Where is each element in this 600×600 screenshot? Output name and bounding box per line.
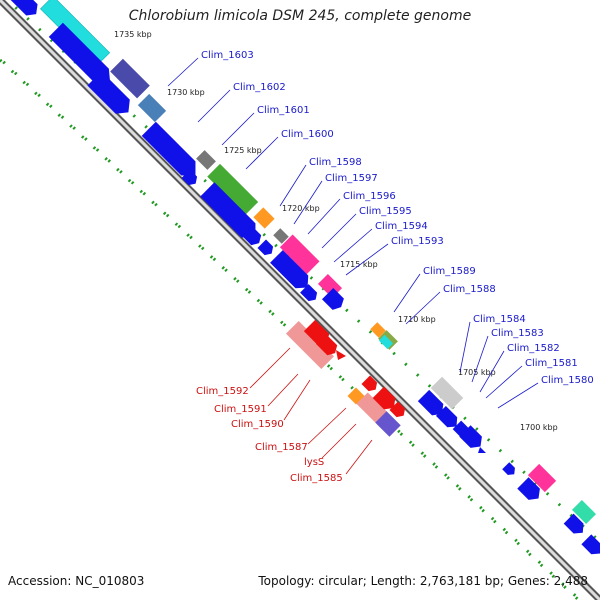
forward-gene-label: Clim_1600 [281, 129, 334, 140]
kbp-tick-label: 1700 kbp [520, 423, 558, 432]
forward-gene-label: Clim_1588 [443, 284, 496, 295]
gene-steel [137, 93, 167, 123]
kbp-tick-label: 1730 kbp [167, 88, 205, 97]
forward-gene-label: Clim_1593 [391, 236, 444, 247]
map-title: Chlorobium limicola DSM 245, complete ge… [128, 8, 472, 24]
gene-green [207, 163, 259, 215]
forward-gene-label: Clim_1602 [233, 82, 286, 93]
kbp-tick-label: 1735 kbp [114, 30, 152, 39]
reverse-gene-labels: Clim_1592 Clim_1591 Clim_1590 Clim_1587 … [196, 386, 343, 484]
forward-label-leaders [167, 57, 539, 409]
gene-pink [285, 320, 335, 370]
forward-gene-label: Clim_1601 [257, 105, 310, 116]
reverse-label-leaders [249, 347, 373, 475]
forward-blue-genes [6, 0, 600, 555]
reverse-gene-label: lysS [304, 457, 324, 468]
forward-gene-label: Clim_1581 [525, 358, 578, 369]
gene-red-4 [361, 375, 378, 392]
gene-gray [196, 150, 216, 170]
forward-gene-label: Clim_1598 [309, 157, 362, 168]
forward-gene-label: Clim_1582 [507, 343, 560, 354]
forward-gene-label: Clim_1594 [375, 221, 428, 232]
accession-text: Accession: NC_010803 [8, 574, 145, 588]
gene-red-2 [315, 333, 338, 356]
reverse-genes [285, 319, 406, 437]
gene-gray-small [273, 228, 289, 244]
reverse-gene-label: Clim_1587 [255, 442, 308, 453]
gene-purple [375, 411, 401, 437]
forward-genes [40, 0, 597, 525]
gene-red-5 [372, 386, 396, 410]
gene-cyan-small [378, 334, 394, 350]
gene-orange-2 [370, 322, 386, 338]
kbp-tick-label: 1705 kbp [458, 368, 496, 377]
gene-red-3 [336, 350, 346, 360]
kbp-tick-label: 1725 kbp [224, 146, 262, 155]
gene-navy [110, 58, 150, 99]
forward-gene-labels: Clim_1603 Clim_1602 Clim_1601 Clim_1600 … [201, 50, 594, 386]
forward-gene-label: Clim_1597 [325, 173, 378, 184]
genome-summary-text: Topology: circular; Length: 2,763,181 bp… [258, 574, 588, 588]
gene-lightgray [430, 376, 464, 410]
kbp-tick-label: 1710 kbp [398, 315, 436, 324]
gene-orange [253, 207, 275, 229]
forward-gene-label: Clim_1583 [491, 328, 544, 339]
forward-gene-label: Clim_1580 [541, 375, 594, 386]
gene-magenta [279, 234, 320, 275]
gene-pink-rev [356, 392, 388, 424]
gene-magenta-3 [527, 463, 557, 493]
reverse-gene-label: Clim_1592 [196, 386, 249, 397]
forward-gene-label: Clim_1595 [359, 206, 412, 217]
reverse-gene-label: Clim_1590 [231, 419, 284, 430]
gene-teal [571, 499, 597, 525]
forward-gene-label: Clim_1596 [343, 191, 396, 202]
forward-gene-label: Clim_1589 [423, 266, 476, 277]
forward-gene-label: Clim_1603 [201, 50, 254, 61]
forward-gene-label: Clim_1584 [473, 314, 526, 325]
gene-red-6 [389, 401, 406, 418]
reverse-gene-label: Clim_1591 [214, 404, 267, 415]
kbp-tick-label: 1715 kbp [340, 260, 378, 269]
kbp-tick-labels: 1735 kbp 1730 kbp 1725 kbp 1720 kbp 1715… [114, 30, 558, 432]
reverse-gene-label: Clim_1585 [290, 473, 343, 484]
kbp-tick-label: 1720 kbp [282, 204, 320, 213]
